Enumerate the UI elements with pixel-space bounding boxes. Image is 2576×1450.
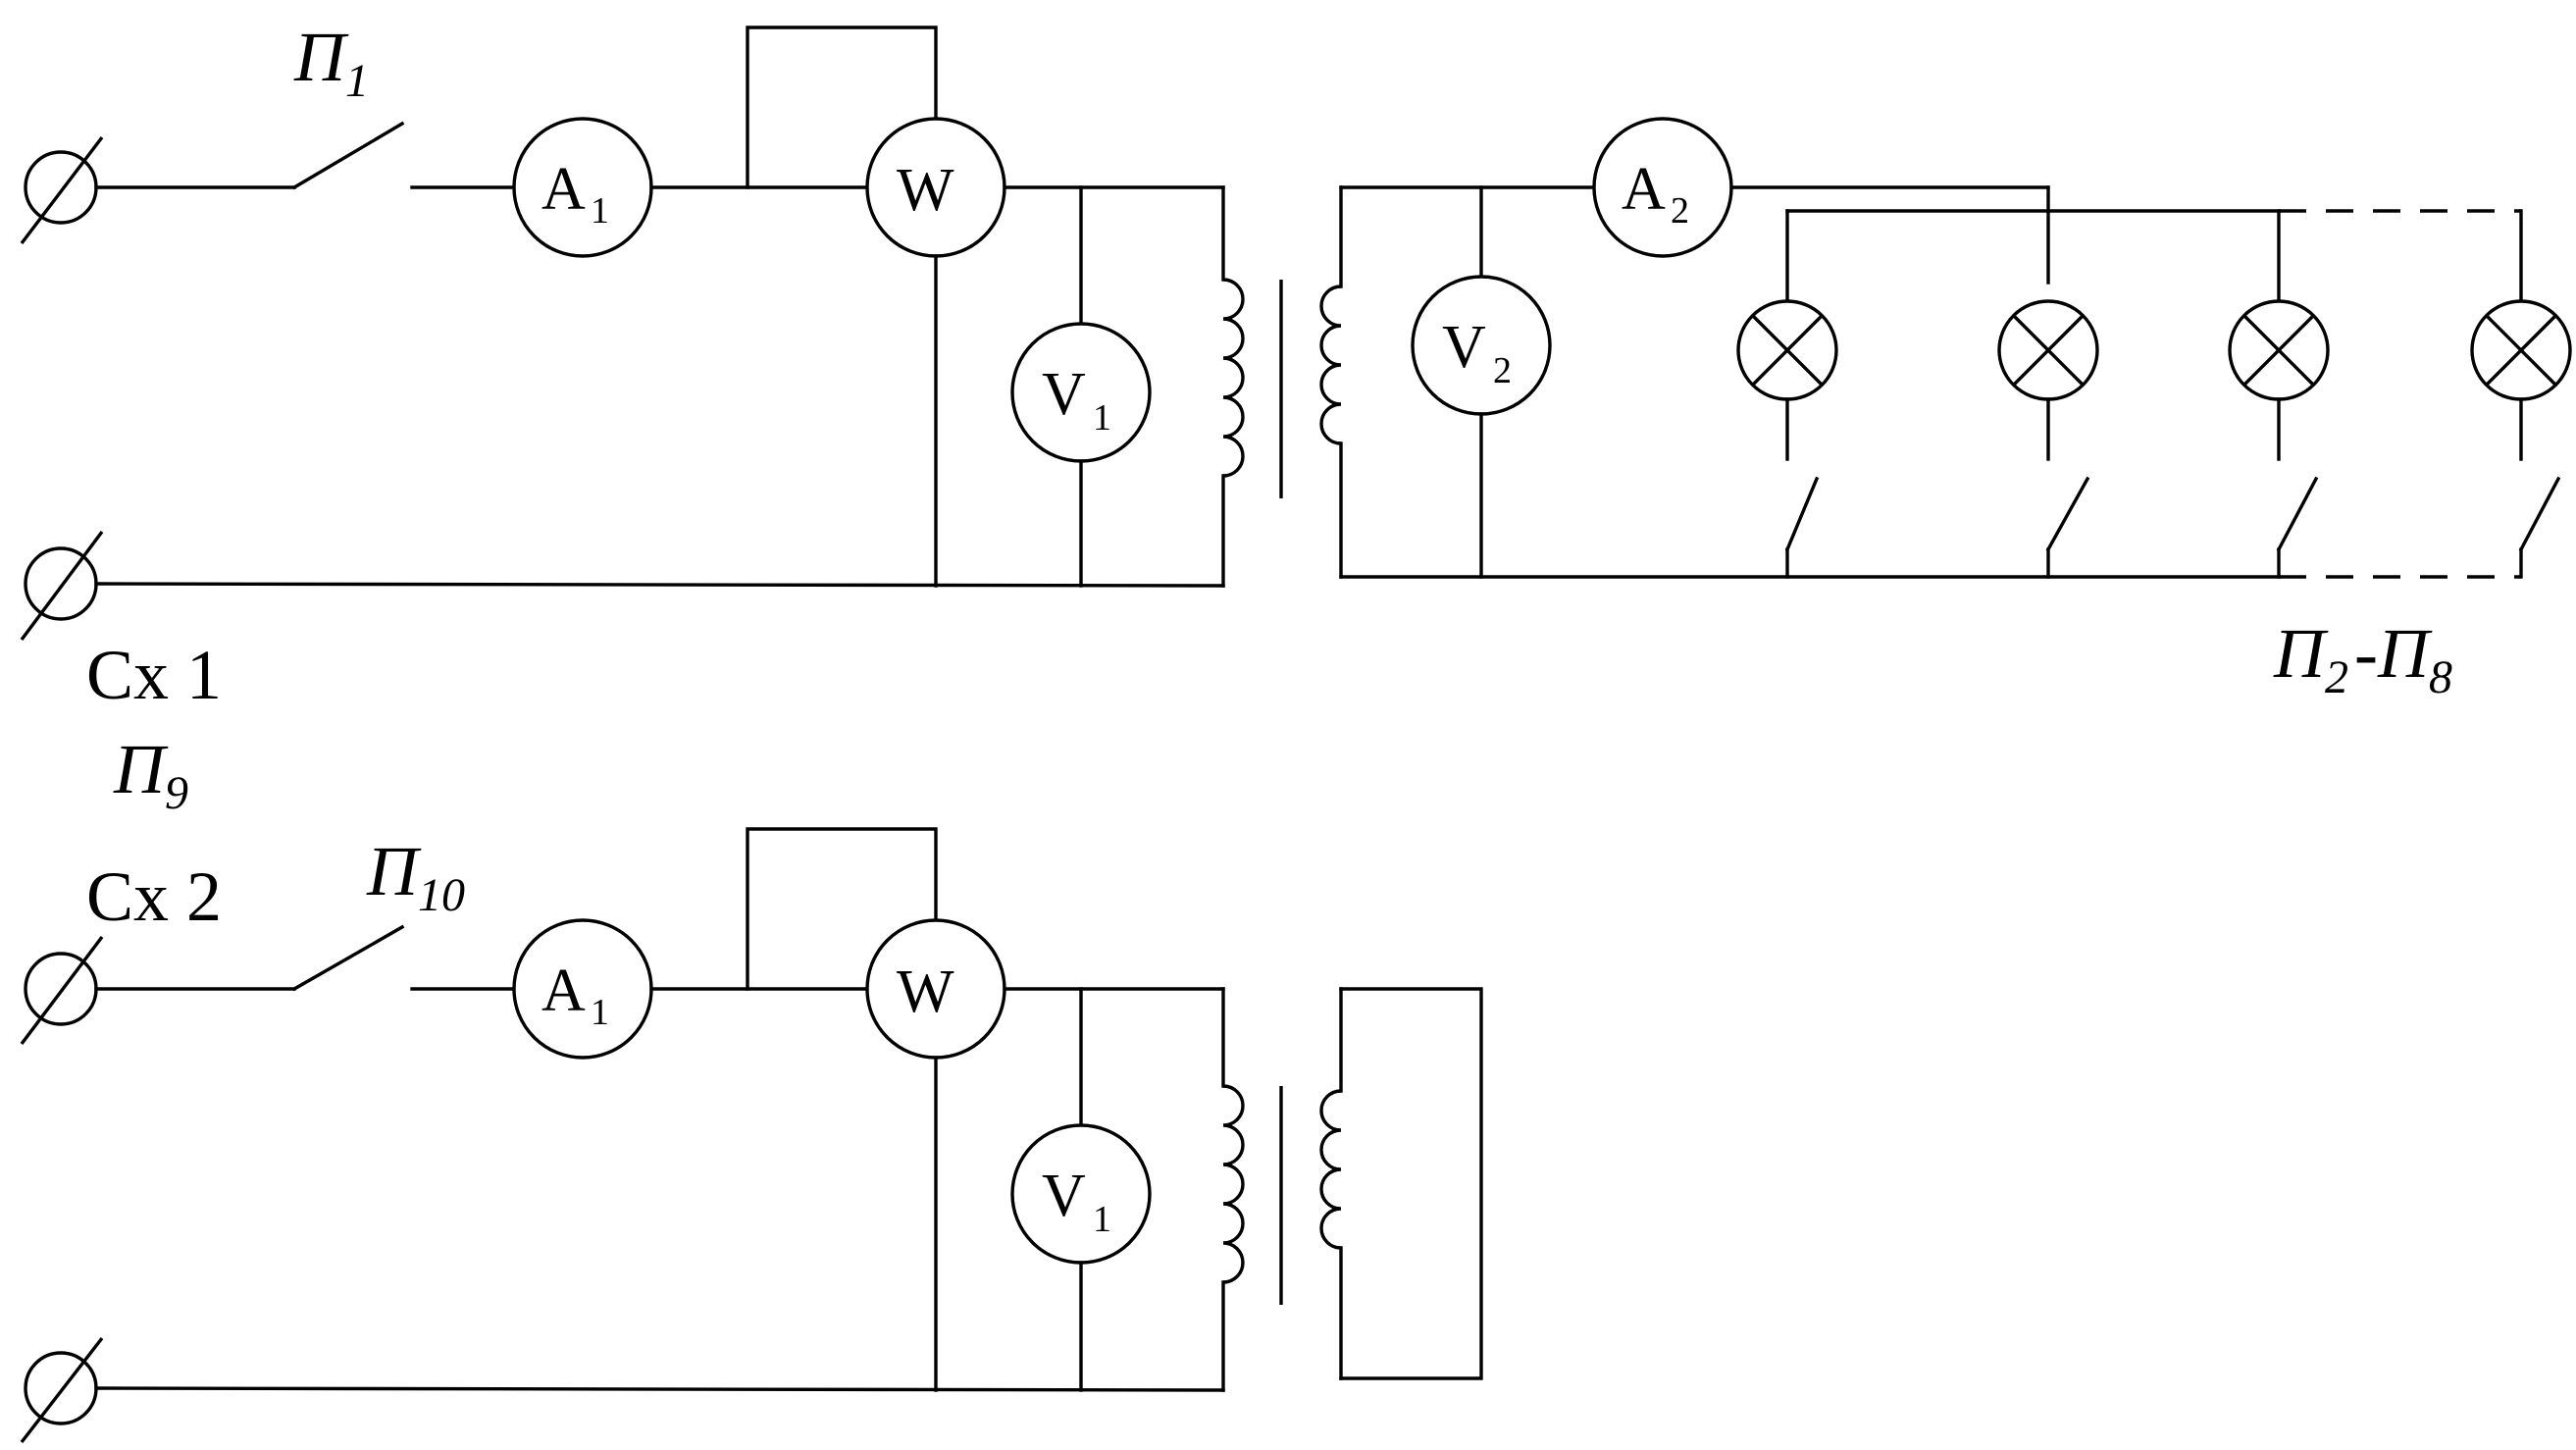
voltmeter-v2: V 2: [1411, 275, 1552, 416]
lamp-switches-label: П2-П8: [2273, 614, 2452, 703]
svg-text:2: 2: [1671, 190, 1689, 232]
ammeter-a2: A 2: [1592, 117, 1733, 258]
circuit-1-label: Cx 1: [86, 636, 222, 714]
svg-text:A: A: [1622, 156, 1666, 223]
voltmeter-v1: V 1: [1010, 322, 1152, 463]
ammeter-a1: A 1: [512, 117, 653, 258]
lamp-1: [1736, 299, 1838, 401]
transformer-secondary-winding: [1319, 185, 1343, 579]
lamp-switch-1: [1784, 397, 1820, 579]
lamp-switch-4: [2518, 397, 2561, 579]
input-terminal-top-2: [20, 935, 104, 1046]
switch-label-p10: П10: [366, 832, 465, 921]
transformer-secondary-winding-2: [1319, 987, 1343, 1380]
svg-text:V: V: [1042, 1163, 1086, 1229]
lamp-3: [2228, 299, 2330, 401]
lamp-switch-2: [2045, 397, 2090, 579]
voltmeter-v1-2: V 1: [1010, 1123, 1152, 1265]
wattmeter-2: W: [865, 918, 1006, 1060]
transformer-primary-winding-2: [1221, 987, 1245, 1392]
svg-text:A: A: [541, 958, 586, 1024]
main-switch-2: [94, 924, 516, 992]
main-switch: [94, 121, 516, 190]
input-terminal-top: [20, 135, 104, 245]
circuit-2: П9 Cx 2 П10 A 1 W: [20, 730, 1483, 1444]
lamp-4: [2470, 299, 2572, 401]
lamp-switch-3: [2276, 397, 2319, 579]
circuit-2-label: Cx 2: [86, 857, 222, 936]
svg-text:2: 2: [1493, 350, 1512, 391]
lamp-2: [1997, 299, 2099, 401]
svg-text:W: W: [897, 157, 954, 224]
svg-text:V: V: [1042, 361, 1086, 428]
switch-label-p1: П1: [293, 18, 369, 107]
svg-text:1: 1: [591, 992, 609, 1033]
ammeter-a1-2: A 1: [512, 918, 653, 1060]
svg-text:1: 1: [1093, 397, 1111, 439]
input-terminal-bottom-2: [20, 1336, 104, 1444]
circuit-1: A 1 W V 1: [20, 18, 2572, 714]
transformer-primary-winding: [1221, 185, 1245, 588]
svg-text:W: W: [897, 958, 954, 1025]
switch-label-p9: П9: [113, 730, 188, 819]
secondary-open-loop: [1339, 987, 1483, 1380]
svg-text:V: V: [1442, 314, 1486, 381]
svg-text:A: A: [541, 156, 586, 223]
svg-text:1: 1: [1093, 1199, 1111, 1240]
wattmeter: W: [865, 117, 1006, 258]
input-terminal-bottom: [20, 530, 104, 642]
svg-text:1: 1: [591, 190, 609, 232]
